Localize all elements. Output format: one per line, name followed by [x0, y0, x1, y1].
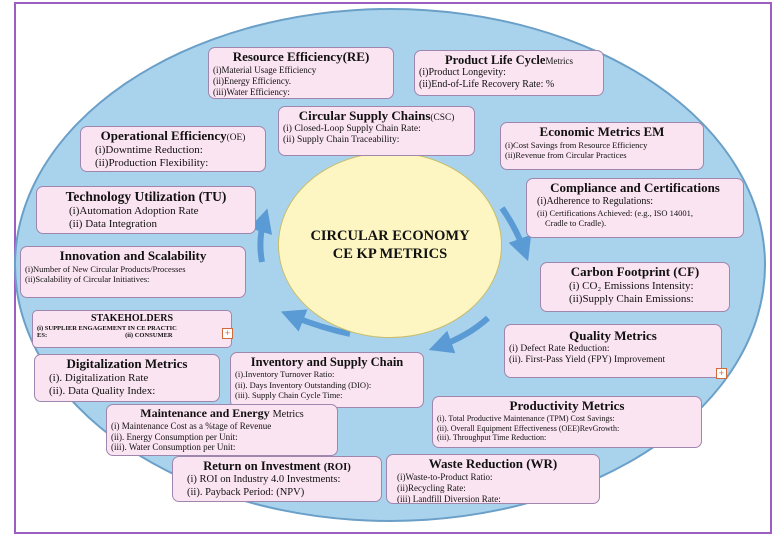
box-title-suffix: (OE) — [226, 133, 246, 143]
box-item: (i)Automation Adoption Rate — [69, 204, 199, 217]
box-item: (i) Maintenance Cost as a %tage of Reven… — [111, 420, 272, 431]
box-title-main: Maintenance and Energy — [140, 406, 270, 420]
box-item: (i).Inventory Turnover Ratio: — [235, 369, 335, 380]
box-item: (ii)End-of-Life Recovery Rate: % — [419, 79, 555, 91]
box-item: (ii)Revenue from Circular Practices — [505, 150, 627, 161]
box-title: Innovation and Scalability — [59, 248, 207, 263]
box-item: (ii). Overall Equipment Effectiveness (O… — [437, 423, 620, 433]
box-item: (ii) Certifications Achieved: (e.g., ISO… — [537, 207, 694, 218]
box-item: (iii)Water Efficiency: — [213, 86, 290, 97]
box-item: (ii). Data Quality Index: — [49, 385, 156, 398]
box-item: (ii)Scalability of Circular Initiatives: — [25, 274, 150, 285]
box-item: (ii). Energy Consumption per Unit: — [111, 431, 238, 442]
box-title: Productivity Metrics — [509, 398, 625, 413]
box-resource-efficiency: Resource Efficiency(RE) (i)Material Usag… — [208, 47, 394, 99]
arrow-left — [249, 208, 273, 263]
box-item: (iii) Landfill Diversion Rate: — [397, 493, 501, 504]
box-productivity-metrics: Productivity Metrics (i). Total Producti… — [432, 396, 702, 448]
arrow-bottom — [280, 309, 351, 337]
box-operational-efficiency: Operational Efficiency(OE) (i)Downtime R… — [80, 126, 266, 172]
box-item: (ii)Production Flexibility: — [95, 157, 209, 170]
box-title-main: Circular Supply Chains — [298, 108, 431, 123]
box-waste-reduction: Waste Reduction (WR) (i)Waste-to-Product… — [386, 454, 600, 504]
box-inventory-supply-chain: Inventory and Supply Chain (i).Inventory… — [230, 352, 424, 408]
box-title: Waste Reduction (WR) — [428, 456, 558, 471]
box-item: (ii)Supply Chain Emissions: — [569, 293, 694, 306]
box-title-suffix: Metrics — [545, 56, 573, 66]
box-title: Economic Metrics EM — [539, 124, 665, 139]
box-item: (i). Total Productive Maintenance (TPM) … — [437, 413, 615, 423]
box-digitalization-metrics: Digitalization Metrics (i). Digitalizati… — [34, 354, 220, 402]
box-item: (ii) Supply Chain Traceability: — [283, 135, 400, 146]
box-item: (i)Number of New Circular Products/Proce… — [25, 263, 186, 274]
box-title: Inventory and Supply Chain — [250, 355, 404, 369]
box-title: Operational Efficiency(OE) — [85, 128, 261, 144]
box-title: Digitalization Metrics — [66, 356, 188, 371]
box-item: (ii). Days Inventory Outstanding (DIO): — [235, 379, 372, 390]
expand-plus-icon[interactable]: + — [716, 368, 727, 379]
box-item: (i)Product Longevity: — [419, 67, 506, 79]
box-item: (ii). First-Pass Yield (FPY) Improvement — [509, 355, 666, 366]
box-stakeholders: STAKEHOLDERS (i) SUPPLIER ENGAGEMENT IN … — [32, 310, 232, 348]
box-title-suffix: (CSC) — [430, 113, 455, 123]
center-title: CIRCULAR ECONOMY CE KP METRICS — [310, 228, 470, 262]
box-economic-metrics: Economic Metrics EM (i)Cost Savings from… — [500, 122, 704, 170]
box-item: (i) ROI on Industry 4.0 Investments: — [187, 474, 341, 486]
expand-plus-icon[interactable]: + — [222, 328, 233, 339]
box-item-part: ES: — [37, 332, 48, 340]
box-title-suffix: (ROI) — [323, 462, 351, 473]
box-item: ES: (ii) CONSUMER — [37, 332, 227, 340]
box-item: (i)Material Usage Efficiency — [213, 64, 317, 75]
box-item: (ii). Payback Period: (NPV) — [187, 486, 305, 498]
box-title: Return on Investment (ROI) — [177, 459, 377, 474]
box-title: Product Life CycleMetrics — [419, 53, 599, 67]
box-technology-utilization: Technology Utilization (TU) (i)Automatio… — [36, 186, 256, 234]
box-title: Resource Efficiency(RE) — [232, 49, 370, 64]
box-maintenance-energy: Maintenance and Energy Metrics (i) Maint… — [106, 404, 338, 456]
box-title: Quality Metrics — [569, 328, 657, 343]
box-quality-metrics: Quality Metrics (i) Defect Rate Reductio… — [504, 324, 722, 378]
box-title: STAKEHOLDERS — [90, 313, 174, 324]
box-item: (i)Cost Savings from Resource Efficiency — [505, 139, 648, 150]
box-title-suffix: Metrics — [272, 409, 304, 420]
box-title-main: Return on Investment — [203, 459, 321, 473]
box-item: (iii). Supply Chain Cycle Time: — [235, 389, 343, 400]
box-item: (i)Downtime Reduction: — [95, 143, 203, 156]
box-title: Technology Utilization (TU) — [65, 189, 227, 204]
box-item-part: (ii) CONSUMER — [125, 332, 173, 340]
box-item: (iii). Water Consumption per Unit: — [111, 442, 236, 453]
center-ellipse: CIRCULAR ECONOMY CE KP METRICS — [278, 152, 502, 338]
box-item: (i) Defect Rate Reduction: — [509, 343, 610, 354]
box-compliance-certifications: Compliance and Certifications (i)Adheren… — [526, 178, 744, 238]
box-title: Carbon Footprint (CF) — [570, 264, 700, 279]
box-item: (i) CO₂ Emissions Intensity: — [569, 279, 694, 292]
box-innovation-scalability: Innovation and Scalability (i)Number of … — [20, 246, 246, 298]
box-item: (ii) Data Integration — [69, 217, 157, 230]
box-item: (i)Waste-to-Product Ratio: — [397, 471, 493, 482]
box-carbon-footprint: Carbon Footprint (CF) (i) CO₂ Emissions … — [540, 262, 730, 312]
box-product-life-cycle: Product Life CycleMetrics (i)Product Lon… — [414, 50, 604, 96]
box-item: Cradle to Cradle). — [545, 218, 607, 229]
box-item: (i). Digitalization Rate — [49, 371, 149, 384]
box-item: (ii)Recycling Rate: — [397, 482, 466, 493]
box-item: (i) SUPPLIER ENGAGEMENT IN CE PRACTIC — [37, 324, 177, 332]
box-title-main: Product Life Cycle — [445, 53, 546, 67]
box-item: (ii)Energy Efficiency. — [213, 75, 292, 86]
box-return-on-investment: Return on Investment (ROI) (i) ROI on In… — [172, 456, 382, 502]
arrow-right-lower — [428, 315, 491, 354]
box-item: (i) Closed-Loop Supply Chain Rate: — [283, 123, 421, 134]
box-title-main: Operational Efficiency — [100, 128, 227, 143]
box-item: (iii). Throughput Time Reduction: — [437, 433, 547, 443]
box-item: (i)Adherence to Regulations: — [537, 195, 654, 207]
box-circular-supply-chains: Circular Supply Chains(CSC) (i) Closed-L… — [278, 106, 475, 156]
box-title: Compliance and Certifications — [550, 180, 720, 195]
box-title: Maintenance and Energy Metrics — [111, 406, 333, 421]
box-title: Circular Supply Chains(CSC) — [283, 108, 470, 124]
arrow-right-upper — [499, 206, 532, 262]
